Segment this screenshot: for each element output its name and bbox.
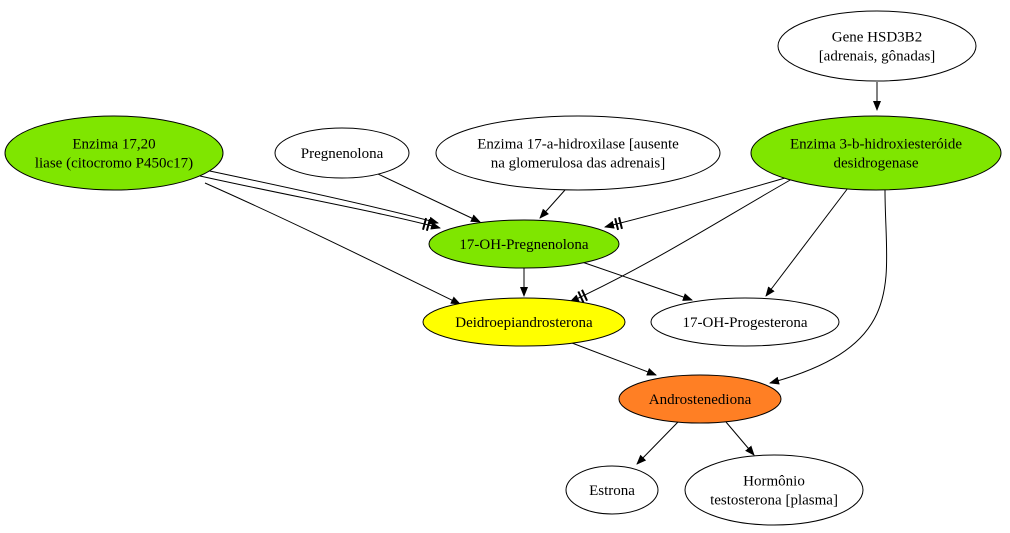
arrow-edge [571,342,657,376]
node-gene-hsd3b2: Gene HSD3B2 [adrenais, gônadas] [777,10,977,82]
edge-oh-pregnenolona-to-oh-progesterona [581,261,693,301]
nodes-layer: Gene HSD3B2 [adrenais, gônadas] Enzima 17,… [4,10,1002,526]
edges-layer [199,82,888,465]
node-label: Enzima 17,20 [72,137,155,153]
node-shape [274,127,410,179]
node-shape [428,219,620,269]
inhibition-edge [569,178,793,303]
node-shape [684,454,864,526]
node-androstenediona: Androstenediona [618,374,782,424]
node-label: 17-OH-Pregnenolona [459,237,588,253]
edge-enzima-3b-to-dhea [569,178,793,303]
node-label: Deidroepiandrosterona [455,315,593,331]
arrow-edge [765,187,849,297]
arrow-edge [725,421,755,456]
node-label: [adrenais, gônadas] [819,49,936,65]
node-shape [777,10,977,82]
node-label: Gene HSD3B2 [832,30,922,46]
inhibition-tick [577,291,585,303]
arrow-edge [377,173,481,223]
inhibition-edge [199,175,441,230]
node-dhea: Deidroepiandrosterona [422,297,626,347]
edge-enzima-3b-to-androstenediona [769,189,888,385]
edge-androstenediona-to-estrona [636,421,679,465]
node-shape [618,374,782,424]
node-label: Enzima 17-a-hidroxilase [ausente [477,137,679,153]
node-testosterona: Hormônio testosterona [plasma] [684,454,864,526]
arrow-edge [769,189,888,385]
arrow-edge [581,261,693,301]
arrow-edge [539,189,566,219]
edge-dhea-to-androstenediona [571,342,657,376]
node-enzima-17a: Enzima 17-a-hidroxilase [ausente na glome… [435,115,721,191]
edge-enzima-3b-to-oh-progesterona [765,187,849,297]
arrow-edge [204,182,461,305]
edge-pregnenolona-to-oh-pregnenolona [377,173,481,223]
node-label: liase (citocromo P450c17) [35,156,193,172]
node-label: na glomerulosa das adrenais] [491,156,666,172]
edge-enzima-1720-to-oh-pregnenolona [199,175,441,231]
node-shape [565,465,659,515]
edge-enzima-1720-to-dhea [204,182,461,305]
node-label: Androstenediona [649,392,752,408]
node-label: desidrogenase [834,156,919,172]
inhibition-tick [614,217,620,231]
edge-enzima-1720-to-oh-pregnenolona [204,169,439,225]
node-enzima-1720: Enzima 17,20 liase (citocromo P450c17) [4,115,224,191]
node-shape [750,115,1002,191]
node-label: testosterona [plasma] [710,493,838,509]
node-enzima-3b: Enzima 3-b-hidroxiesteróide desidrogenase [750,115,1002,191]
edge-androstenediona-to-testosterona [725,421,755,456]
node-label: Enzima 3-b-hidroxiesteróide [790,137,962,153]
node-oh-progesterona: 17-OH-Progesterona [650,297,840,347]
node-shape [650,297,840,347]
inhibition-edge [604,177,786,229]
arrow-edge [204,169,439,225]
node-shape [422,297,626,347]
inhibition-tick [618,216,623,230]
inhibition-tick [581,289,588,302]
node-estrona: Estrona [565,465,659,515]
node-pregnenolona: Pregnenolona [274,127,410,179]
node-oh-pregnenolona: 17-OH-Pregnenolona [428,219,620,269]
node-label: Estrona [589,483,635,499]
node-shape [4,115,224,191]
arrow-edge [636,421,679,465]
node-label: Hormônio [743,474,805,490]
node-label: 17-OH-Progesterona [683,315,808,331]
edge-enzima-3b-to-oh-pregnenolona [604,177,786,231]
node-label: Pregnenolona [301,146,384,162]
edge-enzima-17a-to-oh-pregnenolona [539,189,566,219]
node-shape [435,115,721,191]
